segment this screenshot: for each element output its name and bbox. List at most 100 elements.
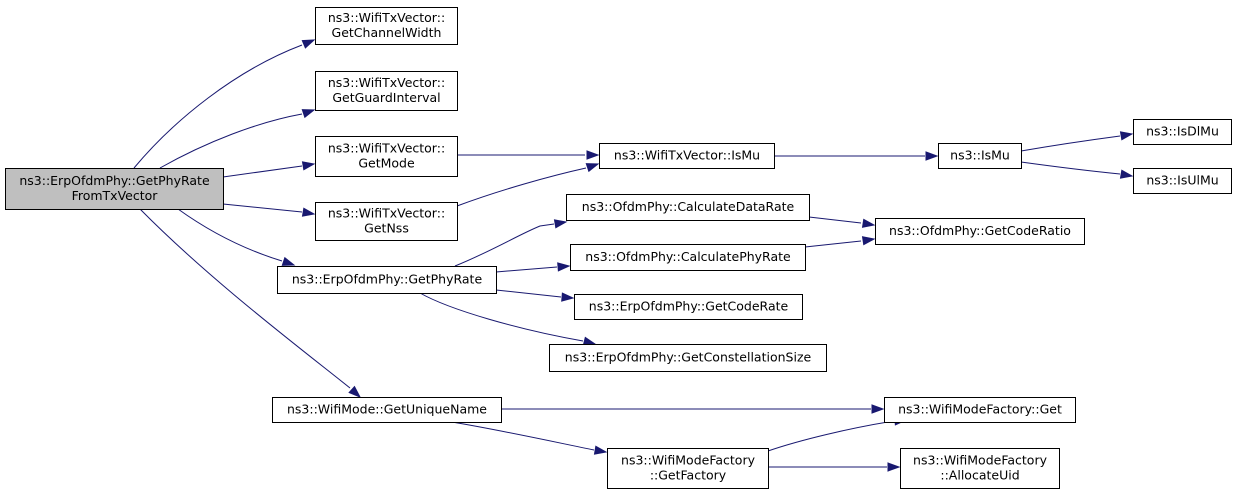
edge-arrowhead bbox=[301, 161, 316, 171]
node-txismu[interactable]: ns3::WifiTxVector::IsMu bbox=[599, 143, 775, 169]
node-label: ns3::IsUlMu bbox=[1146, 173, 1218, 188]
edge-ismu-to-isdl bbox=[1020, 131, 1134, 152]
edge-line bbox=[456, 167, 587, 207]
edge-arrowhead bbox=[561, 292, 575, 302]
edge-arrowhead bbox=[586, 150, 600, 160]
edge-line bbox=[495, 289, 562, 298]
edge-cpr-to-gcratio bbox=[804, 236, 876, 248]
node-alloc[interactable]: ns3::WifiModeFactory::AllocateUid bbox=[900, 448, 1060, 489]
edge-arrowhead bbox=[925, 151, 939, 161]
node-box bbox=[315, 136, 458, 177]
edge-line bbox=[222, 203, 303, 213]
node-label: ns3::OfdmPhy::GetCodeRatio bbox=[889, 223, 1071, 238]
node-label: ns3::IsDlMu bbox=[1146, 124, 1219, 139]
call-edges bbox=[133, 39, 1134, 472]
edge-arrowhead bbox=[301, 39, 316, 49]
edge-arrowhead bbox=[281, 256, 296, 266]
edge-txismu-to-ismu bbox=[774, 151, 939, 161]
node-label: ns3::OfdmPhy::CalculatePhyRate bbox=[585, 249, 791, 264]
node-box bbox=[1133, 168, 1232, 194]
edge-gun-to-gfac bbox=[451, 421, 608, 455]
node-label: ns3::WifiTxVector:: bbox=[328, 206, 445, 221]
edge-arrowhead bbox=[861, 236, 876, 246]
node-label: ::AllocateUid bbox=[940, 468, 1019, 483]
node-label: ns3::ErpOfdmPhy::GetConstellationSize bbox=[565, 350, 812, 365]
node-gpr[interactable]: ns3::ErpOfdmPhy::GetPhyRate bbox=[277, 266, 497, 294]
node-label: ns3::ErpOfdmPhy::GetPhyRate bbox=[19, 173, 210, 188]
edge-root-to-nss bbox=[222, 203, 316, 217]
edge-line bbox=[419, 292, 584, 342]
node-gfac[interactable]: ns3::WifiModeFactory::GetFactory bbox=[607, 448, 769, 489]
node-chw[interactable]: ns3::WifiTxVector::GetChannelWidth bbox=[315, 7, 458, 45]
node-cpr[interactable]: ns3::OfdmPhy::CalculatePhyRate bbox=[570, 244, 806, 271]
edge-gfac-to-alloc bbox=[768, 462, 901, 472]
edge-arrowhead bbox=[585, 163, 600, 173]
node-isul[interactable]: ns3::IsUlMu bbox=[1133, 168, 1232, 194]
node-label: ::GetFactory bbox=[650, 468, 727, 483]
edge-arrowhead bbox=[593, 445, 608, 455]
node-cdr[interactable]: ns3::OfdmPhy::CalculateDataRate bbox=[566, 194, 810, 221]
node-label: GetMode bbox=[358, 156, 415, 171]
node-label: GetGuardInterval bbox=[332, 90, 440, 105]
node-label: ns3::WifiModeFactory::Get bbox=[898, 402, 1062, 417]
node-label: ns3::ErpOfdmPhy::GetCodeRate bbox=[589, 299, 789, 314]
edge-arrowhead bbox=[553, 219, 568, 229]
call-nodes: ns3::ErpOfdmPhy::GetPhyRateFromTxVectorn… bbox=[5, 7, 1232, 489]
node-label: ns3::WifiTxVector::IsMu bbox=[614, 148, 760, 163]
edge-arrowhead bbox=[887, 462, 901, 472]
node-box bbox=[570, 244, 806, 271]
edge-gpr-to-cdr bbox=[454, 219, 568, 267]
node-box bbox=[566, 194, 810, 221]
node-box bbox=[272, 397, 502, 423]
edge-line bbox=[808, 216, 862, 224]
node-box bbox=[1133, 119, 1232, 145]
node-box bbox=[875, 218, 1085, 245]
edge-gpr-to-gcs bbox=[419, 292, 597, 346]
node-label: ns3::WifiMode::GetUniqueName bbox=[287, 402, 487, 417]
edge-arrowhead bbox=[1119, 131, 1134, 141]
node-gcr[interactable]: ns3::ErpOfdmPhy::GetCodeRate bbox=[574, 294, 803, 320]
node-label: FromTxVector bbox=[72, 188, 159, 203]
node-label: ns3::WifiTxVector:: bbox=[328, 10, 445, 25]
node-gcratio[interactable]: ns3::OfdmPhy::GetCodeRatio bbox=[875, 218, 1085, 245]
node-isdl[interactable]: ns3::IsDlMu bbox=[1133, 119, 1232, 145]
edge-arrowhead bbox=[301, 207, 316, 217]
node-wmfget[interactable]: ns3::WifiModeFactory::Get bbox=[884, 397, 1076, 423]
edge-arrowhead bbox=[1119, 169, 1134, 179]
edge-gun-to-wmfget bbox=[501, 404, 885, 414]
node-box bbox=[5, 168, 224, 210]
edge-line bbox=[133, 44, 303, 169]
node-ismu[interactable]: ns3::IsMu bbox=[938, 143, 1022, 169]
edge-mode-to-txismu bbox=[457, 150, 600, 160]
node-box bbox=[884, 397, 1076, 423]
node-label: ns3::WifiModeFactory bbox=[621, 453, 756, 468]
edge-line bbox=[767, 420, 895, 452]
node-label: ns3::WifiModeFactory bbox=[913, 453, 1048, 468]
node-box bbox=[599, 143, 775, 169]
node-label: ns3::WifiTxVector:: bbox=[328, 141, 445, 156]
edge-root-to-gun bbox=[139, 208, 362, 398]
edge-line bbox=[159, 113, 303, 169]
edge-line bbox=[1020, 161, 1121, 175]
node-box bbox=[277, 266, 497, 294]
edge-arrowhead bbox=[348, 385, 362, 398]
node-gi[interactable]: ns3::WifiTxVector::GetGuardInterval bbox=[315, 71, 458, 111]
edge-arrowhead bbox=[301, 109, 316, 119]
node-label: ns3::IsMu bbox=[950, 148, 1010, 163]
node-nss[interactable]: ns3::WifiTxVector::GetNss bbox=[315, 202, 458, 241]
node-gun[interactable]: ns3::WifiMode::GetUniqueName bbox=[272, 397, 502, 423]
node-box bbox=[607, 448, 769, 489]
edge-root-to-gpr bbox=[177, 208, 296, 266]
edge-line bbox=[222, 165, 303, 178]
edge-root-to-chw bbox=[133, 39, 316, 169]
node-box bbox=[315, 71, 458, 111]
node-mode[interactable]: ns3::WifiTxVector::GetMode bbox=[315, 136, 458, 177]
edge-arrowhead bbox=[871, 404, 885, 414]
edge-arrowhead bbox=[557, 262, 571, 272]
edge-line bbox=[139, 208, 351, 389]
node-label: GetNss bbox=[364, 221, 409, 236]
node-gcs[interactable]: ns3::ErpOfdmPhy::GetConstellationSize bbox=[549, 344, 827, 372]
edge-line bbox=[804, 240, 862, 248]
